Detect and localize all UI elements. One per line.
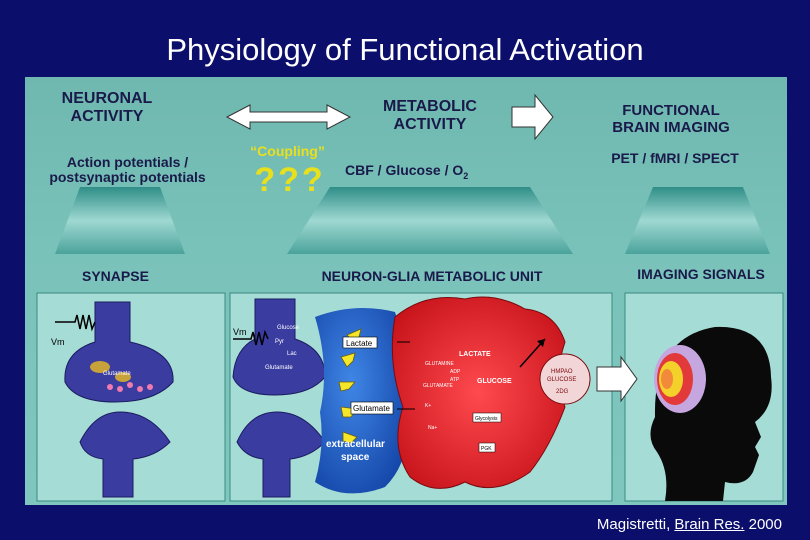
vm-label-neuron: Vm [233,327,247,337]
hmpao-label: HMPAO [551,369,573,375]
glutamate-box [350,401,394,415]
neuron-cell [232,298,326,498]
lactate-box [342,336,378,349]
trapezoid-right [625,187,770,254]
capillary [539,353,591,405]
trapezoid-left [55,187,185,254]
cbf-text: CBF / Glucose / O [345,162,464,178]
k-label: K+ [425,403,431,409]
glucose-capillary-label: GLUCOSE [547,377,576,383]
coupling-label: “Coupling” [250,143,325,159]
diagram-panel: NEURONAL ACTIVITY METABOLIC ACTIVITY FUN… [25,77,787,505]
lac-label: Lac [287,351,297,357]
metabolic-activity-header: METABOLIC ACTIVITY [355,98,505,133]
glucose-caps-label: GLUCOSE [477,378,512,385]
neuronal-line1: NEURONAL [61,90,153,107]
vm-label-synapse: Vm [51,337,65,347]
space-label: space [341,452,370,463]
citation-journal: Brain Res. [674,516,745,533]
diagram-shapes: Vm Glutamate Vm Glucose Pyr Lac Glutamat… [36,93,784,502]
action-potentials-line1: Action potentials / [66,154,189,170]
glutamine-label: GLUTAMINE [425,361,454,367]
action-potentials-label: Action potentials / postsynaptic potenti… [25,154,230,186]
double-arrow [225,104,352,130]
blue-cell [315,308,407,494]
atp-label: ATP [450,377,460,383]
glycolysis-label: Glycolysis [475,416,498,422]
cbf-subscript: 2 [463,170,469,181]
functional-line2: BRAIN IMAGING [612,118,730,136]
head-silhouette [650,326,772,501]
glucose-neuron-label: Glucose [277,325,300,331]
right-arrow-top [511,93,554,141]
citation-year: 2000 [744,516,782,533]
question-marks: ??? [254,161,326,199]
lactate-label: Lactate [346,339,373,348]
citation: Magistretti, Brain Res. 2000 [597,516,782,533]
twodg-label: 2DG [556,389,569,395]
glutamate-label-synapse: Glutamate [103,371,131,377]
na-label: Na+ [428,425,437,431]
pgk-label: PGK [481,446,492,452]
adp-label: ADP [450,369,461,375]
right-arrow-bottom [596,355,638,403]
extracellular-label: extracellular [326,439,385,450]
neuron-glia-label: NEURON-GLIA METABOLIC UNIT [321,268,543,284]
synapse-label: SYNAPSE [82,268,149,284]
slide-title: Physiology of Functional Activation [166,32,644,67]
pgk-box [478,442,496,453]
action-potentials-line2: postsynaptic potentials [49,169,206,186]
glutamate-box-label: Glutamate [353,404,390,413]
modalities-label: PET / fMRI / SPECT [611,150,739,166]
citation-author: Magistretti, [596,516,675,533]
functional-imaging-header: FUNCTIONAL BRAIN IMAGING [591,102,751,136]
functional-line1: FUNCTIONAL [622,102,720,119]
trapezoid-center [287,187,573,254]
pyr-label: Pyr [275,339,284,345]
neuronal-activity-header: NEURONAL ACTIVITY [47,90,167,125]
imaging-signals-label: IMAGING SIGNALS [637,266,765,282]
neuronal-line2: ACTIVITY [70,107,144,125]
astrocyte [391,296,566,489]
presynaptic-neuron [55,301,174,498]
lactate-caps-label: LACTATE [459,351,491,358]
glycolysis-box [472,412,502,423]
cbf-label: CBF / Glucose / O2 [345,162,505,182]
metabolic-line1: METABOLIC [383,98,477,115]
glutamate-neuron-label: Glutamate [265,365,293,371]
metabolic-line2: ACTIVITY [393,115,467,133]
glutamate-caps-label: GLUTAMATE [423,383,453,389]
